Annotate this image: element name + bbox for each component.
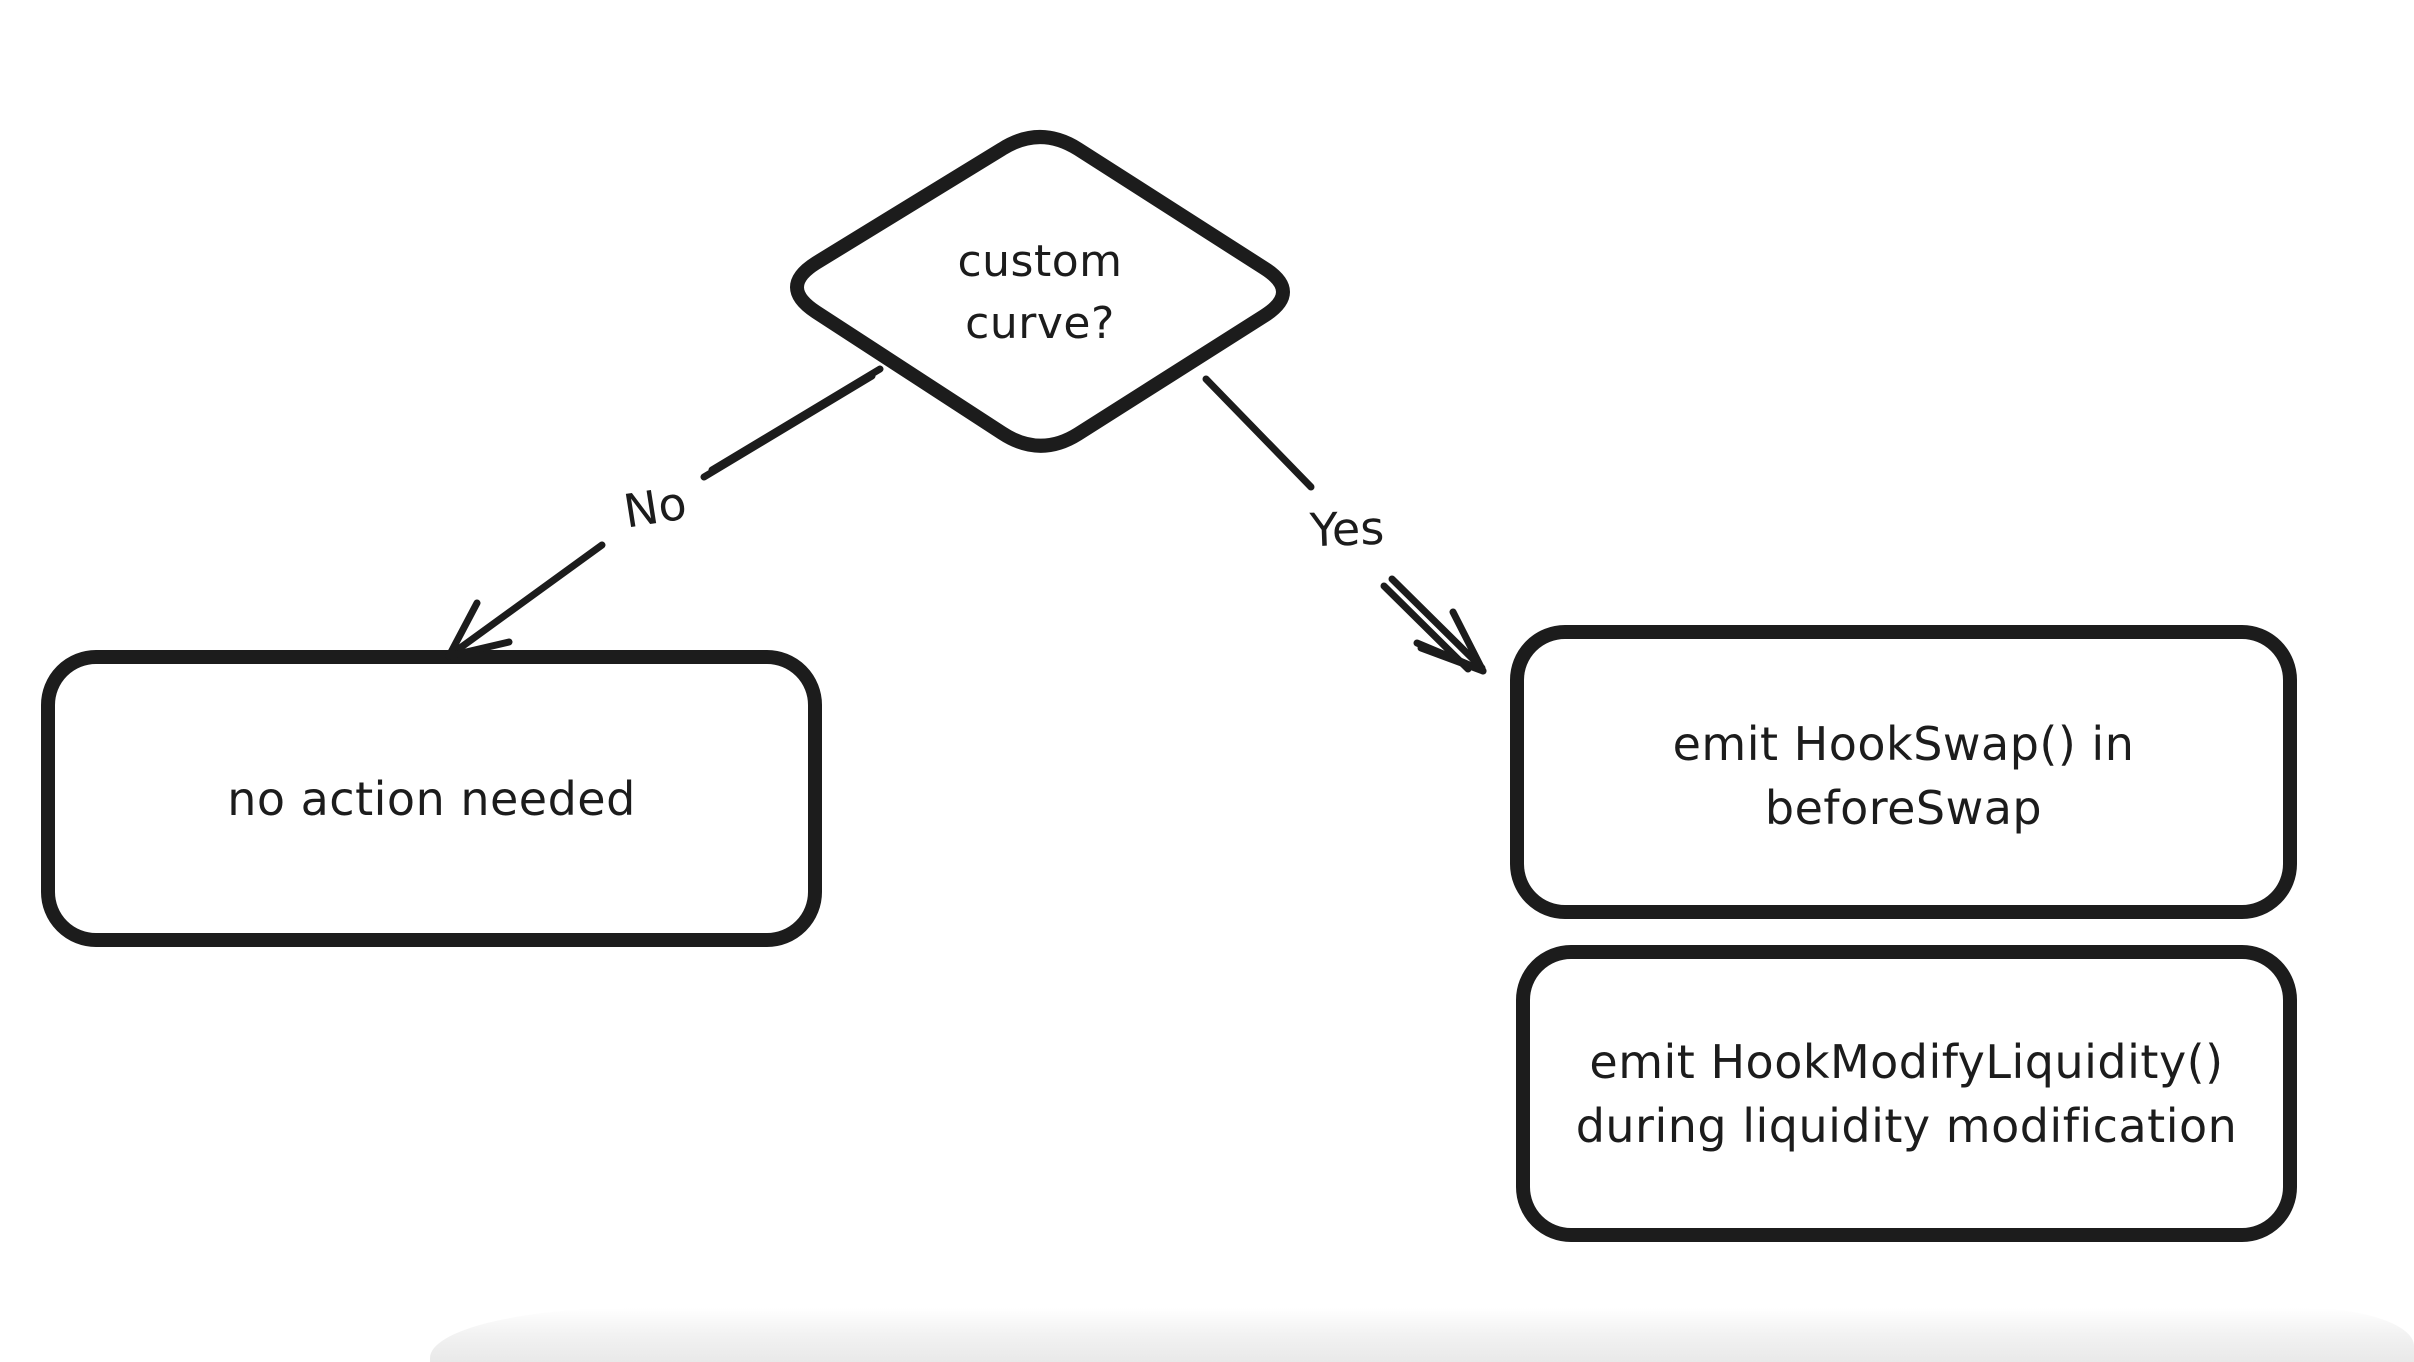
hook-swap-node-shape <box>1510 625 2297 919</box>
hook-modify-node-label: emit HookModifyLiquidity() during liquid… <box>1523 952 2290 1235</box>
hook-swap-line1: emit HookSwap() in <box>1672 717 2135 771</box>
hook-modify-node-shape <box>1516 945 2297 1242</box>
hook-swap-node-label: emit HookSwap() in beforeSwap <box>1517 636 2290 916</box>
decision-line2: curve? <box>965 298 1115 349</box>
no-action-node-label: no action needed <box>48 657 815 940</box>
no-action-node-shape <box>41 650 822 947</box>
hook-swap-line2: beforeSwap <box>1764 781 2043 835</box>
no-arrow <box>445 365 884 660</box>
hook-modify-line1: emit HookModifyLiquidity() <box>1589 1034 2224 1089</box>
yes-edge-label: Yes <box>1308 500 1386 558</box>
no-action-text: no action needed <box>227 771 636 826</box>
decision-diamond-label: custom curve? <box>890 218 1190 368</box>
decision-diamond-shape <box>790 130 1290 453</box>
bottom-gray-band <box>430 1308 2414 1362</box>
yes-arrow <box>1202 375 1487 675</box>
decision-line1: custom <box>957 236 1123 287</box>
hook-modify-line2: during liquidity modification <box>1575 1098 2238 1153</box>
